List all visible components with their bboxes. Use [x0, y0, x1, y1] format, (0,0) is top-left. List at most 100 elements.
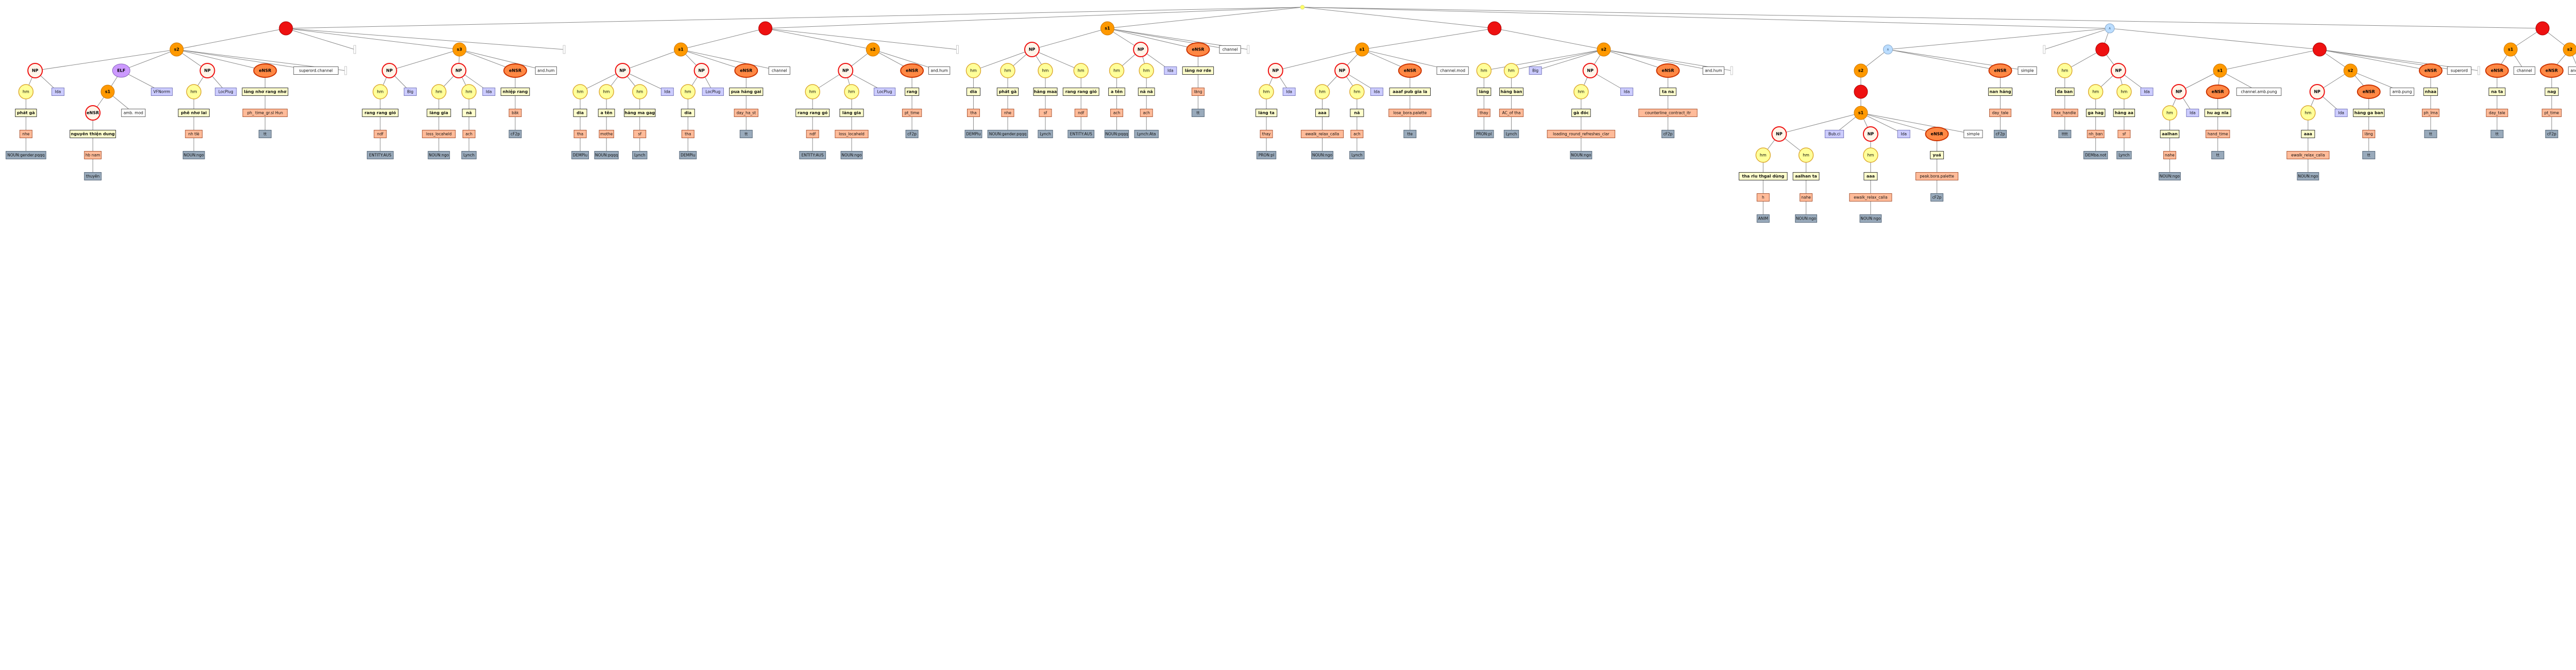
sentence-node: s1 — [1100, 21, 1114, 36]
node-label: hm — [685, 90, 691, 94]
tree-edge — [1107, 28, 1230, 50]
node-label: Lynch — [463, 153, 474, 158]
leaf-dot — [563, 45, 566, 54]
hm-node: hm — [2088, 84, 2104, 99]
node-label: NOUN:pqqq — [1105, 132, 1128, 137]
token-box: aaIhan ta — [1792, 172, 1820, 180]
np-node: NP — [838, 63, 854, 78]
np-node: NP — [1582, 63, 1598, 78]
node-label: hm — [23, 90, 29, 94]
node-label: NOUN:ngo — [1796, 216, 1817, 221]
gloss-tag: nahe — [2163, 151, 2176, 159]
tree-edge — [121, 49, 177, 71]
feature-tag: VFNorrm — [150, 88, 173, 96]
token-box: rang rang gió — [362, 109, 399, 117]
node-label: hm — [1319, 90, 1326, 94]
feature-tag: Ida — [2186, 109, 2199, 117]
node-label: ELF — [117, 69, 125, 73]
np-node: NP — [1334, 63, 1350, 78]
token-box: hãng ban — [1499, 88, 1524, 96]
node-label: s2 — [870, 47, 875, 52]
tree-edge — [285, 28, 565, 50]
token-box: nhaa — [2423, 88, 2438, 96]
hm-node: hm — [2162, 105, 2178, 121]
node-label: lăng nơ rde — [1185, 69, 1212, 73]
node-label: nhe — [22, 132, 30, 137]
node-label: Ida — [2338, 111, 2344, 115]
node-label: lăng — [1479, 90, 1489, 94]
gloss-tag: nh_ban — [2087, 130, 2105, 138]
node-label: s2 — [1601, 47, 1606, 52]
feature-tag: LocPlug — [702, 88, 724, 96]
gloss-tag: day_tale — [1989, 109, 2011, 117]
ensr-node: eNSR — [253, 63, 277, 78]
hm-node: hm — [965, 63, 981, 78]
node-label: hm — [435, 90, 442, 94]
hm-node: hm — [572, 84, 588, 99]
node-label: sf — [1044, 111, 1047, 115]
hm-node: hm — [1038, 63, 1053, 78]
category-tag: NOUN:gender.pqqq — [987, 130, 1028, 138]
sentence-node: s2 — [170, 42, 184, 57]
gloss-tag: lăng — [2362, 130, 2376, 138]
category-tag: NOUN:ngo — [1859, 214, 1882, 223]
category-tag: NOUN:pqqq — [1104, 130, 1129, 138]
node-label: dia — [970, 90, 977, 94]
ensr-node: eNSR — [2357, 85, 2381, 99]
node-label: pua hăng gai — [731, 90, 761, 94]
token-box: hãng aa — [2113, 109, 2136, 117]
node-label: eNSR — [87, 111, 99, 115]
tree-edge — [285, 28, 460, 50]
gloss-tag: ewalk_relax_calla — [1849, 193, 1892, 202]
tree-edge — [681, 49, 747, 71]
node-label: eNSR — [259, 69, 271, 73]
node-label: ach — [1353, 132, 1361, 137]
node-label: ewalk_relax_calla — [1306, 132, 1339, 137]
gloss-tag: ach — [1110, 109, 1124, 117]
category-tag: Lynch — [632, 151, 648, 159]
node-label: NP — [698, 69, 705, 73]
tree-edge — [765, 28, 958, 50]
clause-node — [279, 21, 293, 36]
node-label: hm — [2166, 111, 2173, 115]
tree-edge — [1535, 49, 1604, 71]
category-tag: DEMPlu — [679, 151, 697, 159]
np-node: NP — [1267, 63, 1283, 78]
node-label: tha — [685, 132, 691, 137]
node-label: NP — [842, 69, 849, 73]
node-label: channel.mod — [1440, 69, 1465, 73]
node-label: eNSR — [2363, 90, 2375, 94]
tree-edge — [176, 49, 316, 71]
hm-node: hm — [431, 84, 447, 99]
category-tag: tt — [2211, 151, 2225, 159]
gloss-tag: lose_bora.palette — [1388, 109, 1432, 117]
node-label: nguyên thiện dung — [71, 131, 115, 137]
token-box: rang rang gió — [1062, 88, 1099, 96]
node-label: loss_locaheld — [426, 132, 452, 137]
tree-edge — [285, 7, 1303, 29]
node-label: tha — [577, 132, 583, 137]
node-label: ndf — [1078, 111, 1084, 115]
hm-node: hm — [1259, 84, 1274, 99]
ensr-node: eNSR — [1398, 63, 1422, 78]
node-label: and.hum — [537, 69, 554, 73]
node-label: eNSR — [2425, 69, 2437, 73]
token-box: rang rang gó — [795, 109, 830, 117]
node-label: tt — [1196, 111, 1199, 115]
np-node: eNSR — [85, 105, 101, 121]
node-label: NP — [1868, 132, 1874, 137]
node-label: eNSR — [1192, 47, 1204, 52]
token-box: ga hag — [2086, 109, 2106, 117]
token-box: ta na — [1659, 88, 1676, 96]
node-label: DEMPlu — [681, 153, 696, 158]
gloss-tag: ewalk_relax_calla — [2286, 151, 2330, 159]
category-tag: NOUN:ngo — [428, 151, 450, 159]
tree-edge — [35, 49, 177, 71]
clause-node — [2312, 42, 2327, 57]
ensr-node: eNSR — [1988, 63, 2012, 78]
gloss-tag: pt_time — [902, 109, 922, 117]
category-tag: cF2p — [1930, 193, 1944, 202]
token-box: nã — [1350, 109, 1364, 117]
np-node: NP — [2110, 63, 2126, 78]
token-box: phát gà — [15, 109, 37, 117]
